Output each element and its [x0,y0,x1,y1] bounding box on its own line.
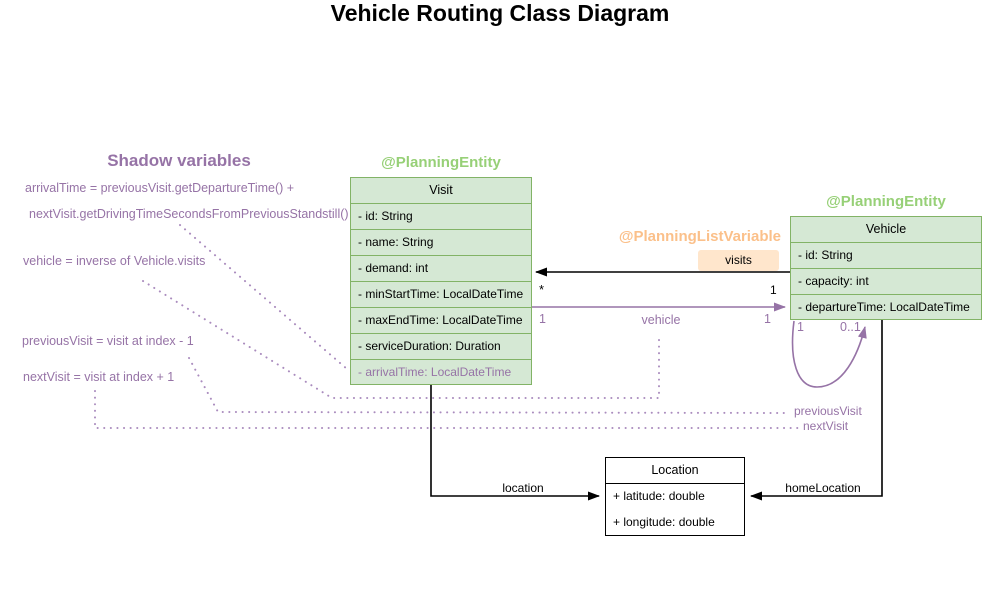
visits-multiplicity-one: 1 [770,283,777,297]
planning-list-variable-annotation: @PlanningListVariable [618,228,781,245]
chain-loop-multiplicity-zero-one: 0..1 [840,320,861,334]
shadow-rule-previous-visit: previousVisit = visit at index - 1 [22,334,194,348]
chain-loop-multiplicity-one: 1 [797,320,804,334]
visit-attr-max-end-time: - maxEndTime: LocalDateTime [351,308,531,334]
location-class-box: Location + latitude: double + longitude:… [605,457,745,536]
visits-role-badge: visits [698,250,779,271]
vehicle-class-name: Vehicle [791,217,981,243]
vehicle-attr-departure-time: - departureTime: LocalDateTime [798,300,970,314]
chain-loop-previous-visit-label: previousVisit [794,404,862,418]
vehicle-class-box: Vehicle - id: String - capacity: int - d… [790,216,982,320]
shadow-rule-arrival-time-1: arrivalTime = previousVisit.getDeparture… [25,181,295,195]
vehicle-attr-id: - id: String [791,243,981,269]
shadow-rule-arrival-time-2: nextVisit.getDrivingTimeSecondsFromPrevi… [29,207,349,221]
visit-attr-id: - id: String [351,204,531,230]
home-location-ref-label: homeLocation [785,481,861,495]
visit-attr-service-duration: - serviceDuration: Duration [351,334,531,360]
location-ref-label: location [502,481,544,495]
shadow-rule-next-visit: nextVisit = visit at index + 1 [23,370,175,384]
visits-multiplicity-star: * [539,282,545,297]
location-class-name: Location [606,458,744,484]
location-attr-longitude: + longitude: double [613,515,715,529]
chain-loop-next-visit-label: nextVisit [803,419,849,433]
visit-class-box: Visit - id: String - name: String - dema… [350,177,532,385]
vehicle-ref-label: vehicle [641,313,681,327]
visit-attr-min-start-time: - minStartTime: LocalDateTime [351,282,531,308]
vehicle-ref-multiplicity-right: 1 [764,312,771,326]
vehicle-ref-multiplicity-left: 1 [539,312,546,326]
visit-attr-arrival-time-shadow: - arrivalTime: LocalDateTime [358,365,512,379]
diagram-title: Vehicle Routing Class Diagram [330,0,670,26]
visit-attr-name: - name: String [351,230,531,256]
visit-planning-entity-annotation: @PlanningEntity [381,154,501,171]
shadow-variables-heading: Shadow variables [107,151,251,170]
location-attr-latitude: + latitude: double [613,489,705,503]
shadow-rule-vehicle: vehicle = inverse of Vehicle.visits [23,254,206,268]
visit-attr-demand: - demand: int [351,256,531,282]
vehicle-planning-entity-annotation: @PlanningEntity [826,193,946,210]
vehicle-attr-capacity: - capacity: int [791,269,981,295]
visit-class-name: Visit [351,178,531,204]
